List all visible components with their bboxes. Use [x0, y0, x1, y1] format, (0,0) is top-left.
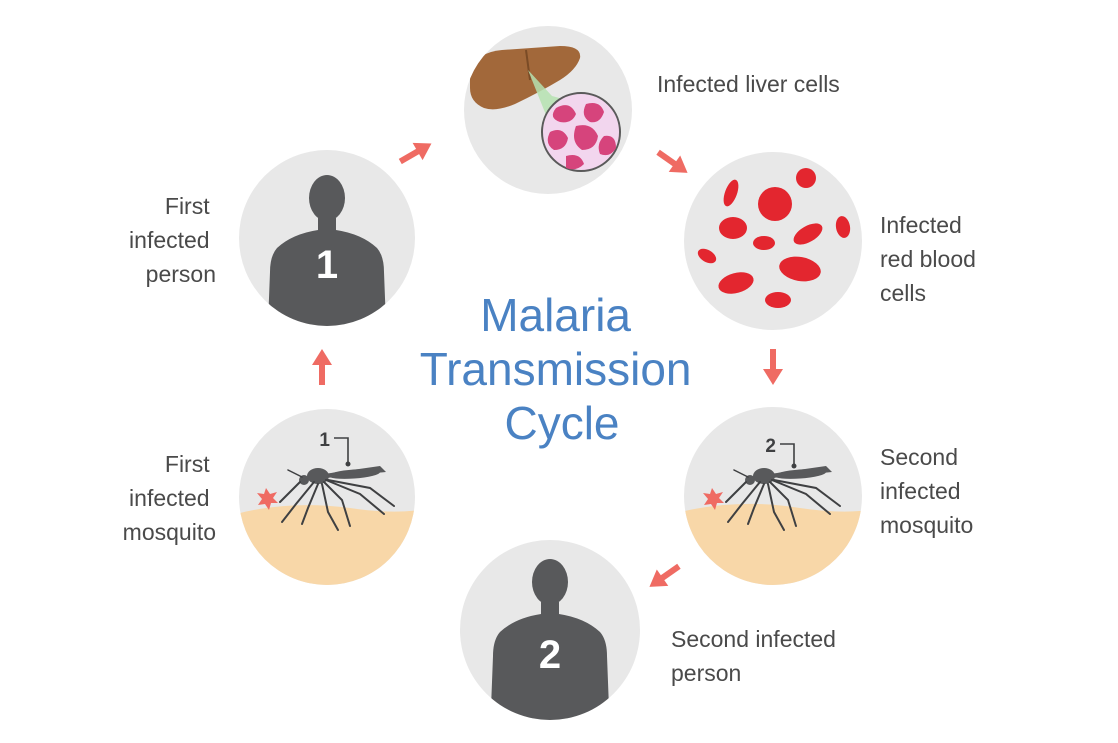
- stage-infected-red-blood-cells: Infected red blood cells: [684, 152, 982, 330]
- red-blood-cells-icon: [697, 168, 851, 308]
- arrow-icon: [652, 144, 694, 182]
- mosquito-number: 1: [319, 430, 330, 451]
- stage-number: 1: [316, 243, 338, 287]
- stage-label: Infected liver cells: [657, 71, 840, 97]
- liver-cell-icon: [470, 46, 621, 172]
- stage-infected-liver-cells: Infected liver cells: [464, 26, 840, 194]
- stage-label: First infected mosquito: [123, 451, 216, 545]
- stage-first-infected-person: 1 First infected person: [129, 150, 415, 326]
- arrow-icon: [395, 134, 437, 171]
- stage-label: Second infected mosquito: [880, 444, 973, 538]
- stage-label: Second infected person: [671, 626, 842, 686]
- stage-label: First infected person: [129, 193, 216, 287]
- mosquito-number-pointer: [334, 437, 349, 464]
- stage-second-infected-mosquito: 2 Second infected mosquito: [684, 407, 973, 585]
- stage-second-infected-person: 2 Second infected person: [460, 540, 842, 720]
- stage-number: 2: [539, 633, 561, 677]
- arrow-icon: [643, 558, 685, 596]
- stage-label: Infected red blood cells: [880, 212, 982, 306]
- diagram-title: Malaria Transmission Cycle: [420, 289, 705, 449]
- stage-first-infected-mosquito: 1 First infected mosquito: [123, 409, 415, 585]
- arrow-icon: [763, 349, 783, 385]
- arrow-icon: [312, 349, 332, 385]
- mosquito-number: 2: [765, 436, 776, 457]
- mosquito-number-pointer: [780, 443, 795, 466]
